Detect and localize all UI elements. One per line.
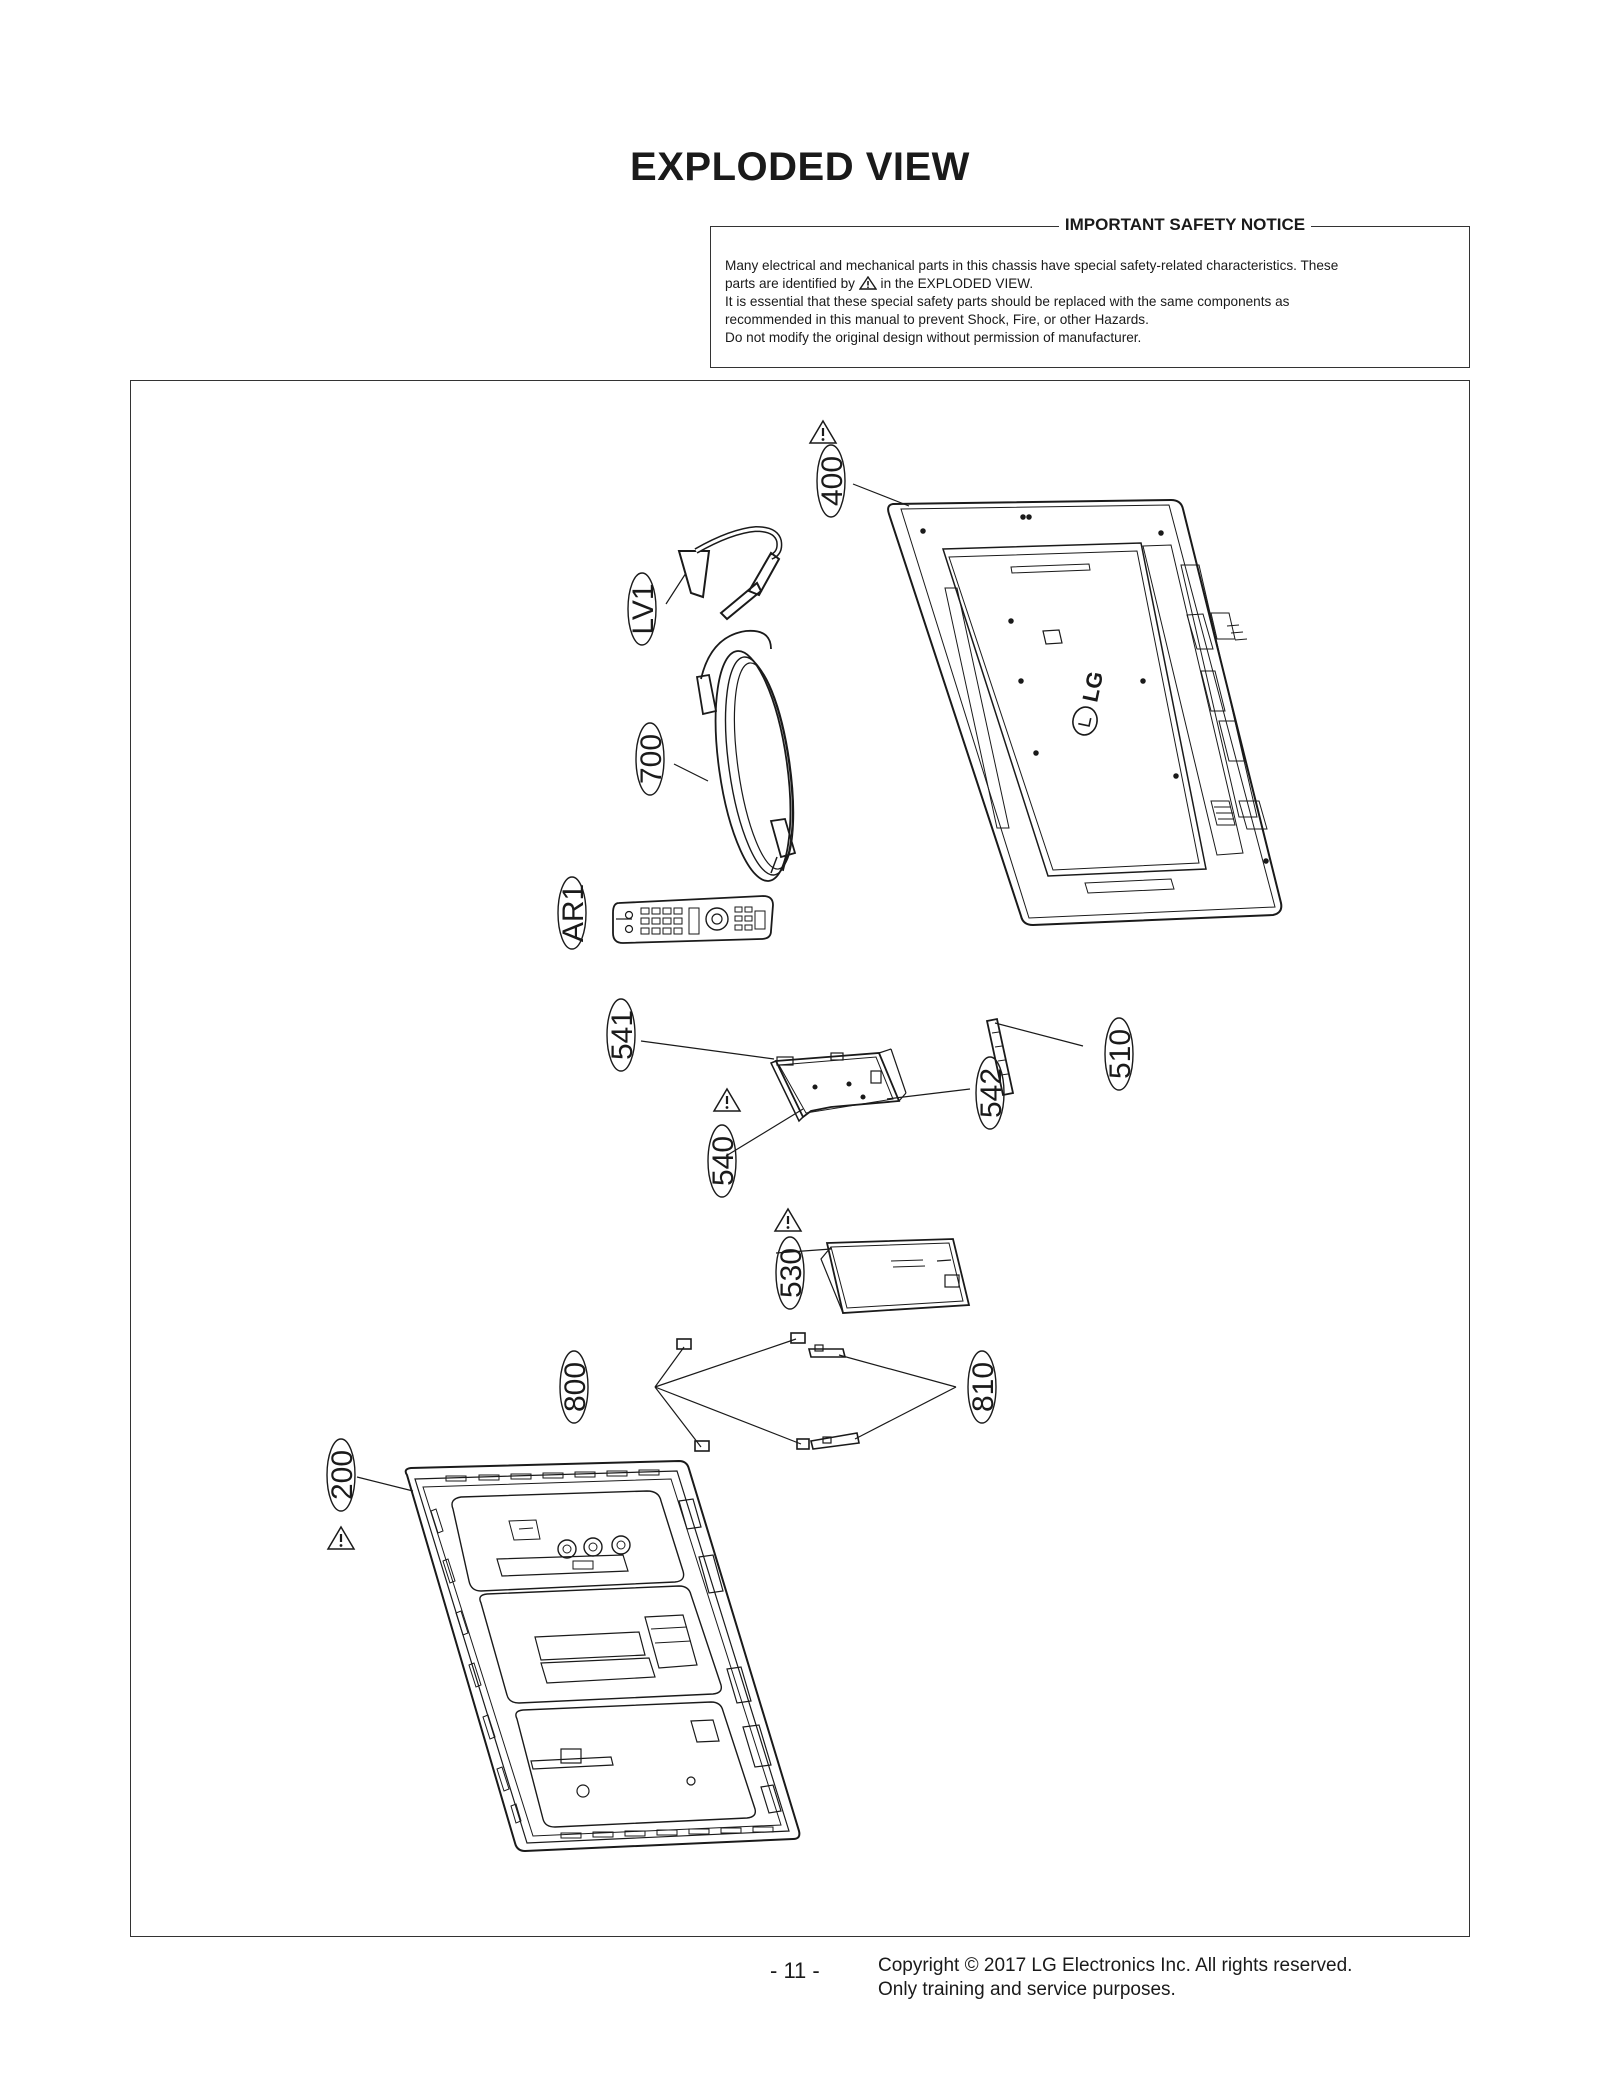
callout-label-700: 700 bbox=[635, 734, 668, 784]
callout-label-800: 800 bbox=[559, 1362, 592, 1412]
callout-510: 510 bbox=[1104, 1017, 1137, 1091]
callout-700: 700 bbox=[635, 722, 668, 796]
callout-label-200: 200 bbox=[326, 1450, 359, 1500]
part-200-main-frame bbox=[404, 1459, 801, 1853]
callout-lv1: LV1 bbox=[627, 572, 660, 646]
callout-810: 810 bbox=[967, 1350, 1000, 1424]
safety-notice-heading: IMPORTANT SAFETY NOTICE bbox=[1058, 215, 1312, 234]
part-700-power-cord bbox=[695, 629, 797, 882]
part-ar1-remote-control bbox=[612, 895, 774, 944]
callout-label-810: 810 bbox=[967, 1362, 1000, 1412]
page-number: - 11 - bbox=[770, 1958, 820, 1983]
safety-warning-icon-200 bbox=[326, 1525, 356, 1551]
callout-label-540: 540 bbox=[707, 1136, 740, 1186]
callout-400: 400 bbox=[816, 444, 849, 518]
warning-triangle-icon bbox=[858, 276, 877, 290]
notice-line-4: recommended in this manual to prevent Sh… bbox=[725, 312, 1149, 327]
callout-label-510: 510 bbox=[1104, 1029, 1137, 1079]
callout-540: 540 bbox=[707, 1124, 740, 1198]
page-title: EXPLODED VIEW bbox=[630, 145, 970, 189]
usage-text: Only training and service purposes. bbox=[878, 1979, 1176, 2000]
callout-label-ar1: AR1 bbox=[557, 884, 590, 942]
callout-label-541: 541 bbox=[606, 1010, 639, 1060]
callout-label-lv1: LV1 bbox=[627, 583, 660, 634]
callout-541: 541 bbox=[606, 998, 639, 1072]
safety-warning-icon-530 bbox=[773, 1207, 803, 1233]
callout-800: 800 bbox=[559, 1350, 592, 1424]
part-530-power-board bbox=[820, 1238, 971, 1314]
notice-line-2: parts are identified by in the EXPLODED … bbox=[725, 276, 1034, 291]
part-800-810-brackets bbox=[676, 1332, 860, 1452]
copyright-text: Copyright © 2017 LG Electronics Inc. All… bbox=[878, 1955, 1353, 1976]
safety-warning-icon-400 bbox=[808, 419, 838, 445]
callout-label-542: 542 bbox=[975, 1068, 1008, 1118]
callout-542: 542 bbox=[975, 1056, 1008, 1130]
callout-ar1: AR1 bbox=[557, 876, 590, 950]
notice-line-5: Do not modify the original design withou… bbox=[725, 330, 1142, 345]
part-400-back-cover: LG bbox=[887, 498, 1283, 927]
callout-label-400: 400 bbox=[816, 456, 849, 506]
part-540-main-board bbox=[769, 1048, 907, 1123]
footer-copyright: Copyright © 2017 LG Electronics Inc. All… bbox=[878, 1954, 1352, 2002]
safety-notice-box: IMPORTANT SAFETY NOTICE Many electrical … bbox=[710, 215, 1470, 368]
exploded-view-diagram: LG bbox=[130, 380, 1470, 1937]
notice-line-3: It is essential that these special safet… bbox=[725, 294, 1290, 309]
safety-notice-body: Many electrical and mechanical parts in … bbox=[725, 257, 1455, 347]
notice-line-1: Many electrical and mechanical parts in … bbox=[725, 258, 1339, 273]
callout-label-530: 530 bbox=[775, 1248, 808, 1298]
callout-530: 530 bbox=[775, 1236, 808, 1310]
safety-warning-icon-540 bbox=[712, 1087, 742, 1113]
leader-lines bbox=[356, 483, 1084, 1492]
part-lv1-lvds-cable bbox=[677, 525, 783, 621]
lg-logo-text: LG bbox=[1077, 669, 1108, 704]
callout-200: 200 bbox=[326, 1438, 359, 1512]
exploded-view-drawing: LG bbox=[326, 419, 1283, 1853]
